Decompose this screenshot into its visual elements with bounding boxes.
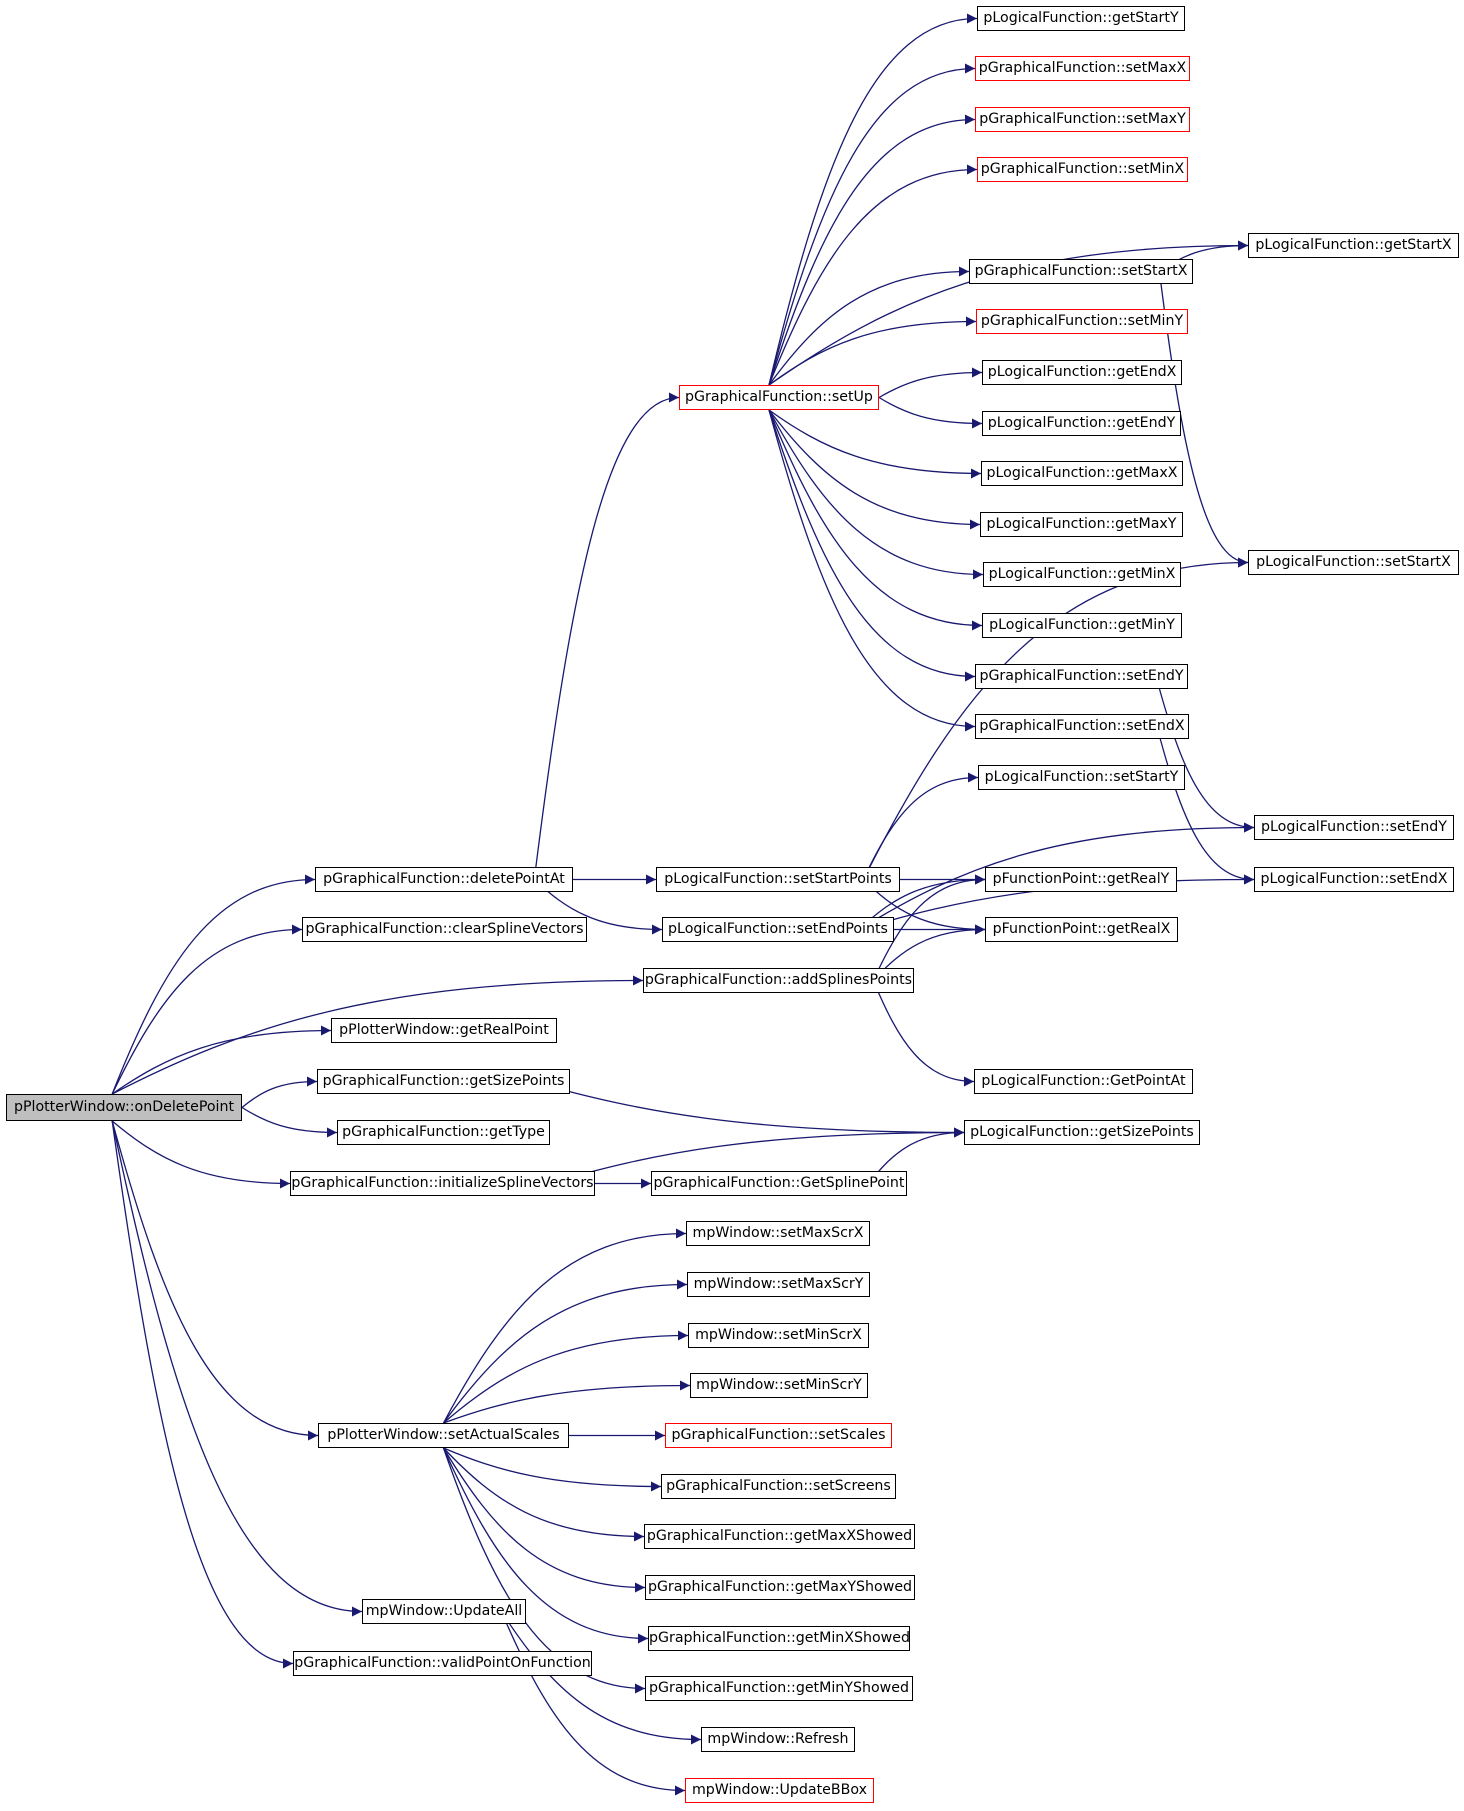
node-set-end-points[interactable]: pLogicalFunction::setEndPoints [662, 917, 894, 942]
node-lf-set-start-x[interactable]: pLogicalFunction::setStartX [1248, 550, 1459, 575]
edge-setActualScales-to-getMinXShowed [442, 1447, 649, 1644]
edge-setUp-to-lfGetMinY [768, 409, 983, 631]
node-get-min-xshowed[interactable]: pGraphicalFunction::getMinXShowed [648, 1626, 910, 1651]
node-set-min-scr-y[interactable]: mpWindow::setMinScrY [690, 1373, 868, 1398]
node-lf-set-end-x[interactable]: pLogicalFunction::setEndX [1254, 867, 1454, 892]
edge-root-to-addSplines [111, 975, 644, 1095]
edge-setUp-to-gfSetStartX [768, 266, 970, 386]
edge-setActualScales-to-getMaxXShowed [443, 1447, 645, 1542]
node-get-max-xshowed[interactable]: pGraphicalFunction::getMaxXShowed [644, 1524, 915, 1549]
edge-setUp-to-lfGetEndY [878, 396, 983, 429]
node-gf-get-size-points[interactable]: pGraphicalFunction::getSizePoints [317, 1069, 570, 1094]
edge-gfSetEndY-to-lfSetEndY [1155, 676, 1255, 833]
edge-setActualScales-to-setScreens [443, 1447, 662, 1492]
edge-setUp-to-lfGetMaxY [768, 409, 981, 530]
node-set-scales[interactable]: pGraphicalFunction::setScales [665, 1423, 892, 1448]
edge-setActualScales-to-setMinScrX [443, 1330, 689, 1424]
node-set-max-scr-x[interactable]: mpWindow::setMaxScrX [686, 1221, 870, 1246]
edge-setUp-to-lfGetMinX [768, 409, 984, 580]
edge-setUp-to-gfSetEndY [768, 409, 976, 682]
edge-updateAll-to-refresh [500, 1611, 702, 1745]
node-get-spline-point[interactable]: pGraphicalFunction::GetSplinePoint [651, 1171, 907, 1196]
edge-deletePointAt-to-setUp [533, 392, 680, 880]
node-root: pPlotterWindow::onDeletePoint [6, 1094, 242, 1121]
node-delete-point-at[interactable]: pGraphicalFunction::deletePointAt [315, 867, 573, 892]
node-gf-set-max-y[interactable]: pGraphicalFunction::setMaxY [975, 107, 1190, 132]
node-set-start-points[interactable]: pLogicalFunction::setStartPoints [656, 867, 900, 892]
node-lf-get-max-y[interactable]: pLogicalFunction::getMaxY [980, 512, 1183, 537]
edge-setUp-to-gfSetMaxX [768, 63, 976, 386]
edge-root-to-getRealPoint [111, 1025, 332, 1095]
edge-addSplines-to-lfGetPointAt [872, 980, 975, 1087]
edge-setActualScales-to-setMaxScrX [442, 1228, 687, 1424]
node-update-bbox[interactable]: mpWindow::UpdateBBox [685, 1778, 874, 1803]
node-lf-set-end-y[interactable]: pLogicalFunction::setEndY [1254, 815, 1454, 840]
node-lf-get-point-at[interactable]: pLogicalFunction::GetPointAt [974, 1069, 1193, 1094]
node-lf-get-size-points[interactable]: pLogicalFunction::getSizePoints [964, 1120, 1200, 1145]
node-set-screens[interactable]: pGraphicalFunction::setScreens [661, 1474, 896, 1499]
edge-setUp-to-gfSetMinX [768, 164, 978, 386]
node-lf-get-end-x[interactable]: pLogicalFunction::getEndX [982, 360, 1182, 385]
edge-root-to-clearSpline [111, 924, 303, 1095]
node-get-type[interactable]: pGraphicalFunction::getType [337, 1120, 550, 1145]
node-add-splines[interactable]: pGraphicalFunction::addSplinesPoints [643, 968, 914, 993]
node-lf-get-min-x[interactable]: pLogicalFunction::getMinX [983, 562, 1181, 587]
node-gf-set-end-y[interactable]: pGraphicalFunction::setEndY [975, 664, 1188, 689]
edge-root-to-updateAll [111, 1120, 363, 1617]
edge-setEndPoints-to-lfSetEndX [859, 874, 1255, 931]
edge-root-to-setActualScales [111, 1120, 319, 1441]
edge-setEndPoints-to-lfSetEndY [858, 822, 1255, 931]
edge-root-to-deletePointAt [111, 874, 316, 1095]
node-gf-set-min-y[interactable]: pGraphicalFunction::setMinY [976, 309, 1188, 334]
node-valid-point[interactable]: pGraphicalFunction::validPointOnFunction [293, 1651, 592, 1676]
node-set-actual-scales[interactable]: pPlotterWindow::setActualScales [318, 1423, 569, 1448]
edge-setActualScales-to-setMaxScrY [442, 1279, 688, 1424]
node-lf-get-start-y[interactable]: pLogicalFunction::getStartY [977, 6, 1185, 31]
edge-setUp-to-lfGetMaxX [768, 409, 982, 479]
edge-gfGetSizePoints-to-lfGetSizePoints [531, 1080, 965, 1138]
edge-root-to-validPoint [111, 1120, 294, 1669]
edge-setUp-to-gfSetEndX [768, 409, 976, 732]
node-lf-get-min-y[interactable]: pLogicalFunction::getMinY [982, 613, 1182, 638]
node-fp-get-real-x[interactable]: pFunctionPoint::getRealX [985, 917, 1178, 942]
node-init-spline[interactable]: pGraphicalFunction::initializeSplineVect… [290, 1171, 595, 1196]
node-set-up[interactable]: pGraphicalFunction::setUp [679, 385, 879, 410]
node-gf-set-end-x[interactable]: pGraphicalFunction::setEndX [975, 714, 1189, 739]
edge-addSplines-to-fpGetRealY [872, 874, 986, 981]
edge-root-to-gfGetSizePoints [241, 1076, 318, 1108]
node-get-min-yshowed[interactable]: pGraphicalFunction::getMinYShowed [645, 1676, 913, 1701]
edge-root-to-initSpline [111, 1120, 291, 1189]
edge-setUp-to-gfSetMaxY [768, 114, 976, 386]
edge-gfSetStartX-to-lfSetStartX [1158, 271, 1249, 568]
edge-setUp-to-lfGetEndX [878, 367, 983, 399]
node-refresh[interactable]: mpWindow::Refresh [701, 1727, 855, 1752]
edge-setActualScales-to-setMinScrY [443, 1380, 691, 1424]
node-lf-set-start-y[interactable]: pLogicalFunction::setStartY [978, 765, 1185, 790]
node-clear-spline[interactable]: pGraphicalFunction::clearSplineVectors [302, 917, 587, 942]
edge-setUp-to-lfGetStartX [768, 240, 1249, 386]
edge-setUp-to-gfSetMinY [768, 316, 977, 386]
node-gf-set-start-x[interactable]: pGraphicalFunction::setStartX [969, 259, 1193, 284]
edge-root-to-getType [241, 1106, 338, 1138]
node-get-max-yshowed[interactable]: pGraphicalFunction::getMaxYShowed [645, 1575, 915, 1600]
node-set-min-scr-x[interactable]: mpWindow::setMinScrX [688, 1323, 869, 1348]
node-fp-get-real-y[interactable]: pFunctionPoint::getRealY [985, 867, 1177, 892]
node-lf-get-end-y[interactable]: pLogicalFunction::getEndY [982, 411, 1181, 436]
node-gf-set-max-x[interactable]: pGraphicalFunction::setMaxX [975, 56, 1190, 81]
node-lf-get-max-x[interactable]: pLogicalFunction::getMaxX [981, 461, 1183, 486]
edge-setUp-to-lfGetStartY [768, 13, 978, 386]
edge-setActualScales-to-getMaxYShowed [442, 1447, 646, 1593]
edge-gfSetEndX-to-lfSetEndX [1156, 726, 1255, 885]
node-gf-set-min-x[interactable]: pGraphicalFunction::setMinX [977, 157, 1188, 182]
node-set-max-scr-y[interactable]: mpWindow::setMaxScrY [687, 1272, 870, 1297]
node-update-all[interactable]: mpWindow::UpdateAll [362, 1599, 526, 1624]
node-lf-get-start-x[interactable]: pLogicalFunction::getStartX [1248, 233, 1459, 258]
node-get-real-point[interactable]: pPlotterWindow::getRealPoint [331, 1018, 557, 1043]
